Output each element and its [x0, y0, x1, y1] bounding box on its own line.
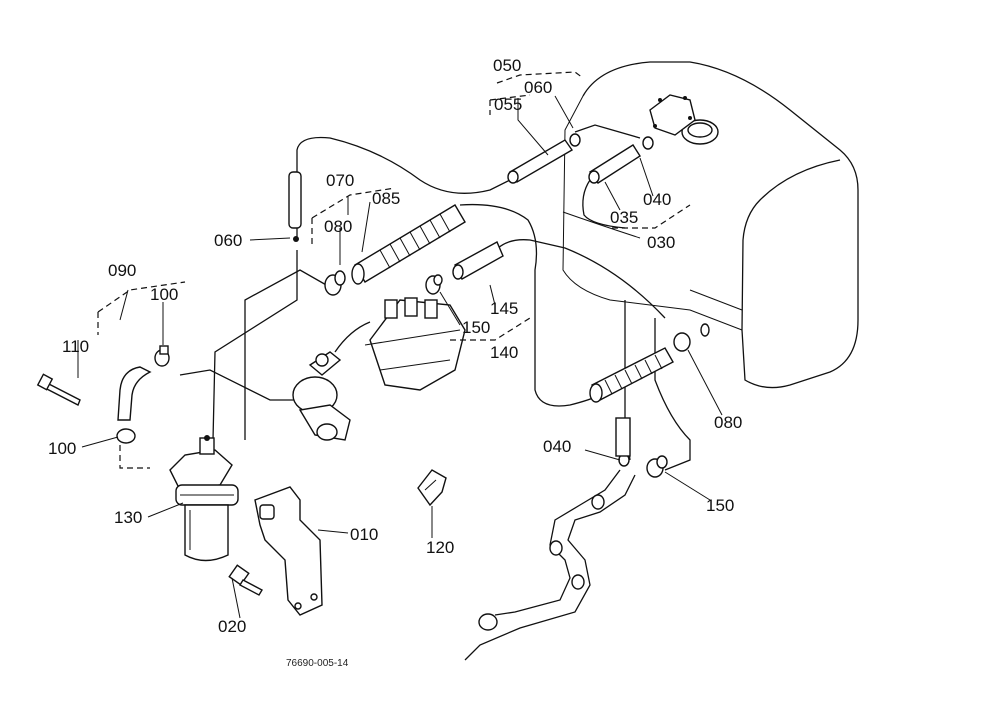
hose-090 — [117, 366, 152, 421]
hose-055 — [507, 139, 574, 184]
label-040-lower: 040 — [543, 437, 571, 456]
label-030: 030 — [647, 233, 675, 252]
hose-060-vertical — [288, 171, 302, 242]
label-060-left: 060 — [214, 231, 242, 250]
clamp-150-upper — [425, 274, 443, 295]
label-035: 035 — [610, 208, 638, 227]
clamp-040-upper — [642, 136, 654, 150]
label-040-upper: 040 — [643, 190, 671, 209]
fuel-tank — [562, 61, 859, 389]
bracket-010 — [254, 486, 323, 616]
label-150-lower: 150 — [706, 496, 734, 515]
part-labels: 050 060 055 070 085 080 060 090 100 110 … — [48, 56, 742, 669]
fuel-injection-unit — [364, 297, 466, 391]
label-020: 020 — [218, 617, 246, 636]
label-100-lower: 100 — [48, 439, 76, 458]
label-140: 140 — [490, 343, 518, 362]
clamp-040-lower — [615, 417, 631, 467]
label-010: 010 — [350, 525, 378, 544]
pipe-fittings — [478, 494, 605, 631]
clamp-080-upper — [324, 270, 346, 296]
clamp-100-lower — [116, 428, 136, 444]
corrugated-hose-085 — [351, 204, 466, 285]
fuel-feed-pump — [292, 321, 371, 441]
corrugated-hose-lower — [589, 347, 674, 403]
hose-035 — [588, 144, 641, 184]
label-150-upper: 150 — [462, 318, 490, 337]
clamp-100-upper — [154, 345, 170, 367]
label-080-lower: 080 — [714, 413, 742, 432]
label-070: 070 — [326, 171, 354, 190]
label-090: 090 — [108, 261, 136, 280]
label-120: 120 — [426, 538, 454, 557]
drawing-code: 76690-005-14 — [286, 658, 349, 669]
label-130: 130 — [114, 508, 142, 527]
fuel-filter-130 — [169, 435, 239, 562]
hose-145 — [452, 241, 504, 280]
clamp-060-upper — [569, 133, 581, 147]
clamp-080-lower — [673, 323, 710, 352]
label-060-upper: 060 — [524, 78, 552, 97]
tank-filler-cap — [649, 94, 719, 145]
label-050: 050 — [493, 56, 521, 75]
label-080-upper: 080 — [324, 217, 352, 236]
label-145: 145 — [490, 299, 518, 318]
bolt-020 — [228, 564, 263, 596]
clip-120 — [417, 469, 447, 507]
leader-lines — [77, 95, 723, 619]
label-100-upper: 100 — [150, 285, 178, 304]
label-110: 110 — [62, 337, 89, 356]
group-brackets — [97, 71, 691, 469]
clamp-150-lower — [646, 455, 668, 478]
label-055: 055 — [494, 95, 522, 114]
label-085: 085 — [372, 189, 400, 208]
bolt-110 — [36, 373, 81, 406]
